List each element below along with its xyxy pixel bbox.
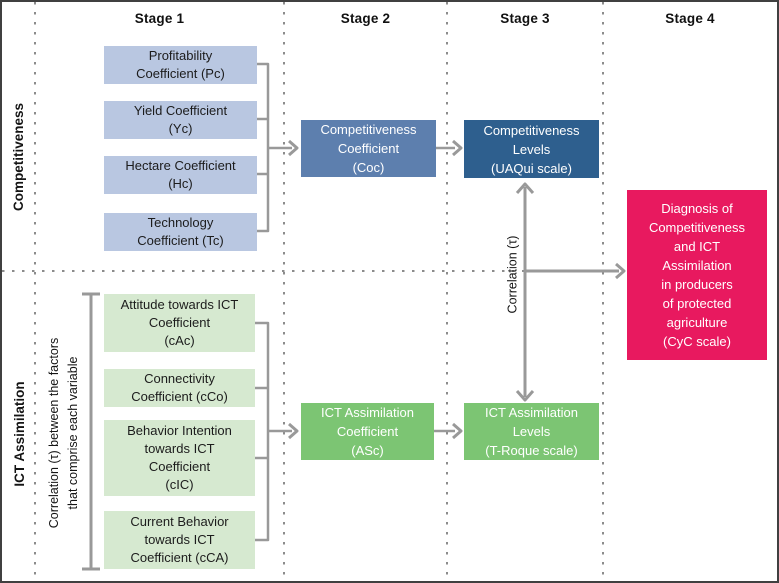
arrowhead-up-icon (515, 182, 535, 194)
arrowhead-icon (288, 139, 299, 157)
arrowhead-icon (452, 139, 463, 157)
stage-4-header: Stage 4 (665, 11, 715, 26)
competitiveness-coefficient-box: Competitiveness Coefficient (Coc) (301, 120, 436, 177)
ict-levels-box: ICT Assimilation Levels (T-Roque scale) (464, 403, 599, 460)
factor-box-hectare: Hectare Coefficient (Hc) (104, 156, 257, 194)
stage-1-header: Stage 1 (134, 11, 185, 26)
factor-box-connectivity: Connectivity Coefficient (cCo) (104, 369, 255, 407)
factor-box-current-behavior: Current Behavior towards ICT Coefficient… (104, 511, 255, 569)
correlation-arrow-label: Correlation (τ) (505, 235, 520, 314)
competitiveness-row-label: Competitiveness (11, 102, 26, 212)
factor-box-behavior-intention: Behavior Intention towards ICT Coefficie… (104, 420, 255, 496)
competitiveness-bracket (255, 62, 270, 233)
factor-box-technology: Technology Coefficient (Tc) (104, 213, 257, 251)
arrowhead-icon (615, 262, 626, 280)
factor-box-attitude: Attitude towards ICT Coefficient (cAc) (104, 294, 255, 352)
diagnosis-box: Diagnosis of Competitiveness and ICT Ass… (627, 190, 767, 360)
ict-coefficient-box: ICT Assimilation Coefficient (ASc) (301, 403, 434, 460)
column-separators (34, 2, 604, 581)
arrowhead-down-icon (515, 390, 535, 402)
factor-box-profitability: Profitability Coefficient (Pc) (104, 46, 257, 84)
arrowhead-icon (288, 422, 299, 440)
competitiveness-levels-box: Competitiveness Levels (UAQui scale) (464, 120, 599, 178)
ict-factor-span-bracket (82, 292, 100, 571)
arrowhead-icon (452, 422, 463, 440)
factor-box-yield: Yield Coefficient (Yc) (104, 101, 257, 139)
stage-2-header: Stage 2 (340, 11, 391, 26)
ict-row-label: ICT Assimilation (12, 381, 27, 487)
stage-3-header: Stage 3 (500, 11, 550, 26)
correlation-side-note: Correlation (τ) between the factors that… (47, 337, 80, 529)
ict-bracket (253, 321, 270, 542)
